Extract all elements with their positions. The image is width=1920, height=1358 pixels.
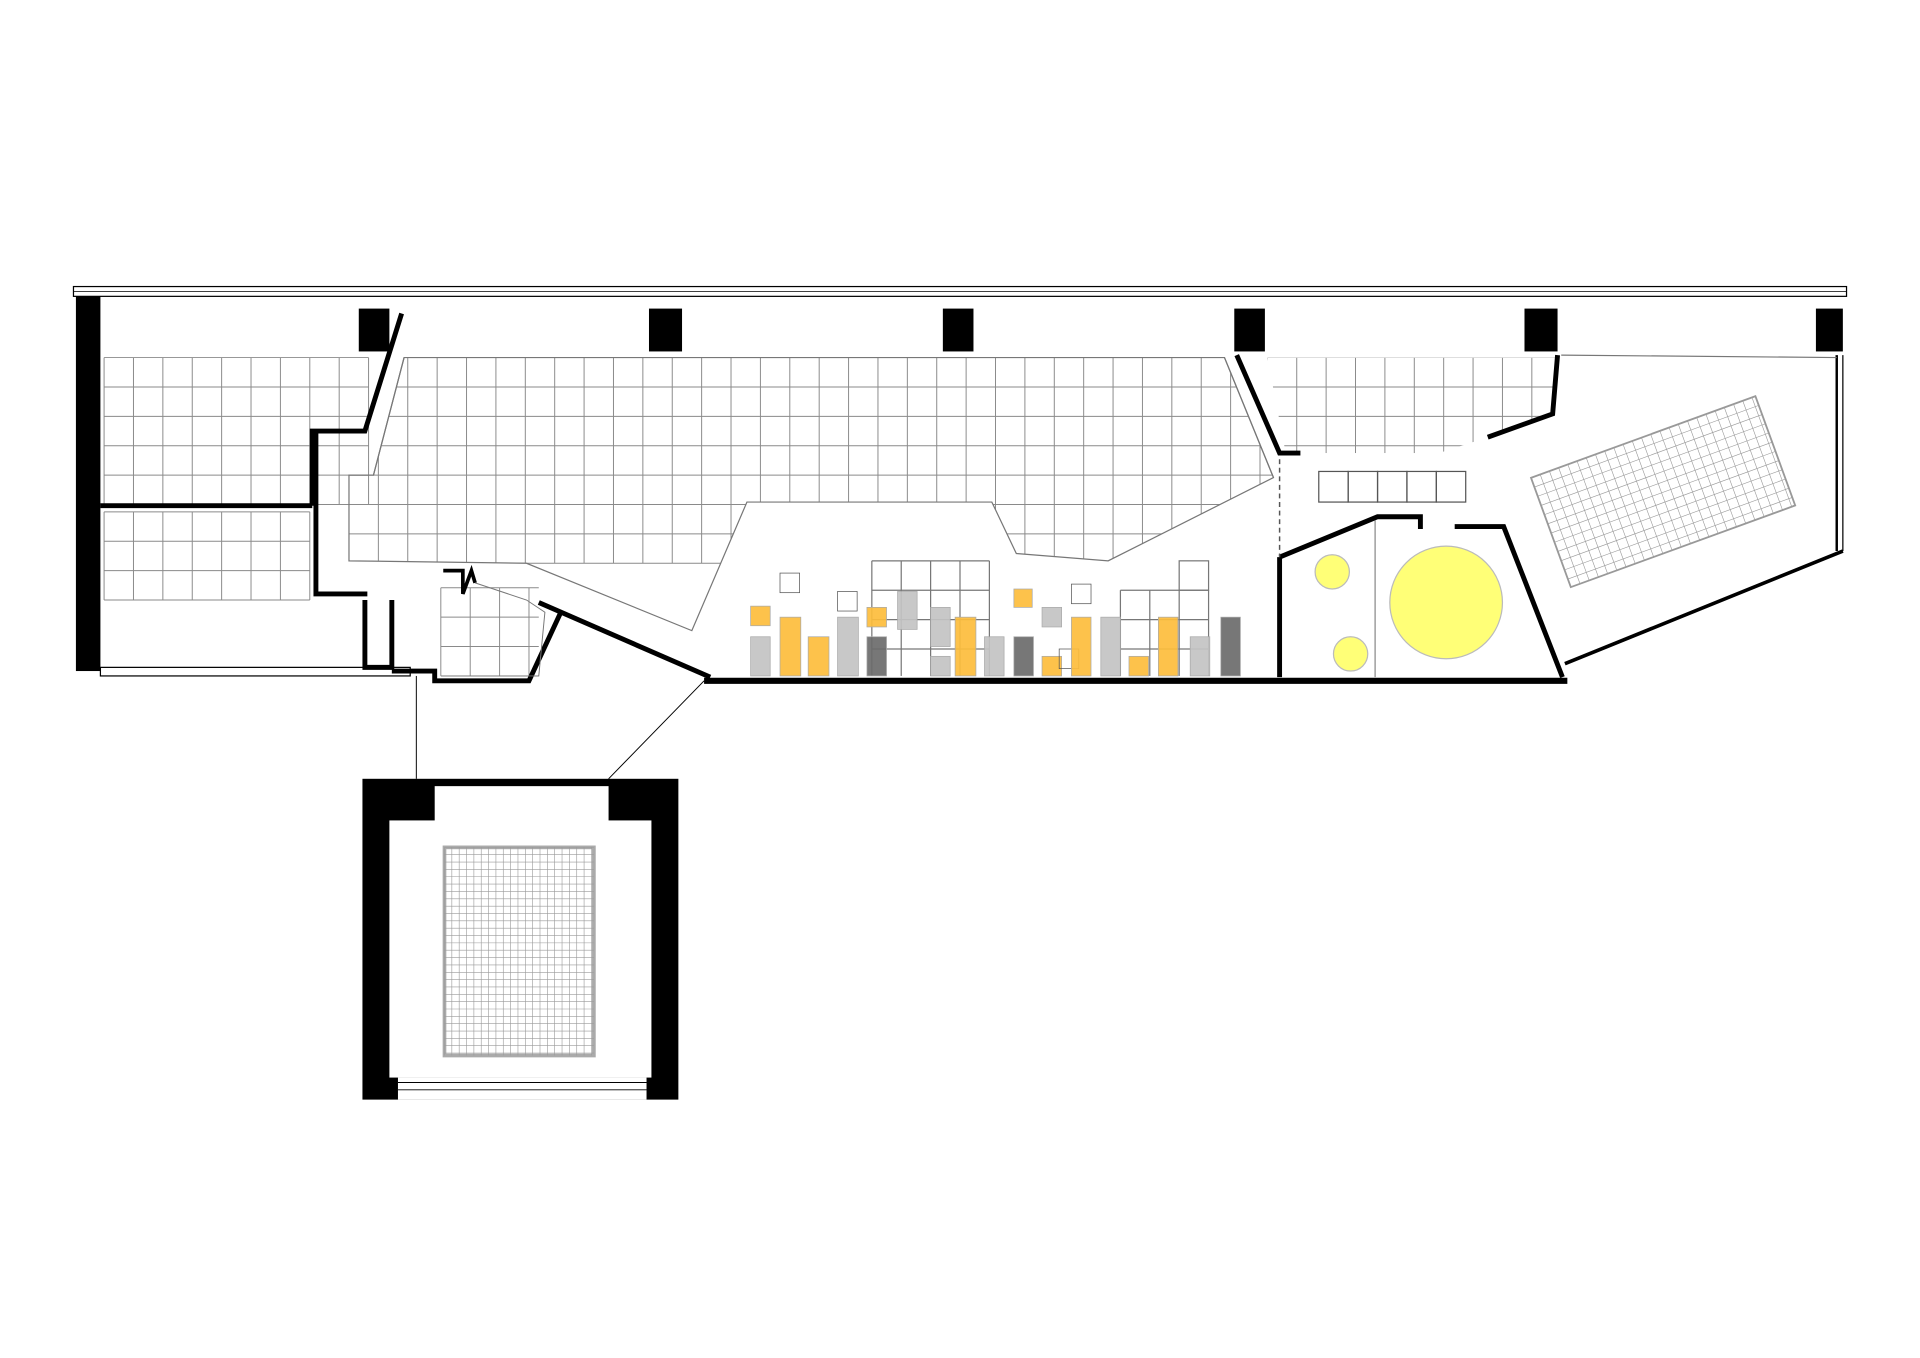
round-tables <box>1314 545 1504 672</box>
grid-line <box>1705 414 1746 524</box>
furniture-block <box>866 636 887 677</box>
round-table <box>1332 636 1369 672</box>
grid-line <box>1534 405 1759 488</box>
furniture-block <box>954 616 977 677</box>
grid-line <box>1659 430 1700 541</box>
grid-line <box>1604 450 1645 561</box>
grid-line <box>1724 407 1765 517</box>
conference-table <box>1318 470 1467 503</box>
furniture-block <box>1158 616 1179 677</box>
grid-line <box>1567 464 1608 574</box>
round-table <box>1314 554 1350 590</box>
left-lower-grid <box>103 511 311 601</box>
grid-line <box>1564 487 1790 571</box>
conference-seat <box>1435 470 1467 503</box>
grid-line <box>1585 457 1627 568</box>
grid-line <box>1567 497 1793 580</box>
grid-line <box>1622 444 1664 554</box>
grid-line <box>1613 447 1654 558</box>
grid-line <box>1558 467 1599 578</box>
furniture-block <box>1041 655 1062 677</box>
right-office-grid <box>1267 357 1556 454</box>
furniture-blocks <box>750 572 1241 677</box>
furniture-block <box>930 607 951 647</box>
furniture-block <box>750 605 771 627</box>
left-office-grid <box>103 357 370 505</box>
grid-line <box>1554 460 1779 543</box>
lower-room-grid <box>444 847 594 1056</box>
furniture-block <box>984 636 1005 677</box>
grid-line <box>1549 471 1590 581</box>
furniture-block <box>1071 583 1092 605</box>
grid-line <box>1751 397 1793 507</box>
column <box>1234 308 1265 352</box>
rotated-ceiling-grid <box>1529 394 1797 589</box>
columns <box>358 308 1843 352</box>
column <box>942 308 974 352</box>
column <box>1524 308 1558 352</box>
furniture-block <box>1189 636 1211 677</box>
conference-seat <box>1318 470 1349 503</box>
shelf-top-cell <box>1178 560 1210 591</box>
floor-grids <box>103 356 1556 677</box>
furniture-block <box>1013 636 1034 677</box>
conference-seat <box>1347 470 1379 503</box>
grid-line <box>1530 477 1572 588</box>
grid-line <box>1696 417 1737 527</box>
grid-line <box>1650 434 1691 544</box>
furniture-block <box>1071 616 1092 677</box>
grid-line <box>1714 410 1756 521</box>
furniture-block <box>930 655 951 677</box>
round-table <box>1389 545 1504 660</box>
furniture-block <box>1100 616 1121 677</box>
furniture-block <box>837 616 859 677</box>
furniture-block <box>1220 616 1241 677</box>
grid-line <box>1631 440 1673 551</box>
grid-line <box>1539 474 1581 584</box>
grid-line <box>1687 420 1728 531</box>
grid-line <box>1641 437 1682 548</box>
furniture-block <box>897 591 918 630</box>
grid-line <box>1561 478 1786 561</box>
grid-line <box>1576 460 1618 571</box>
column <box>1815 308 1843 352</box>
furniture-block <box>837 591 858 612</box>
furniture-block <box>1041 607 1062 628</box>
grid-line <box>1557 469 1783 552</box>
furniture-block <box>1013 588 1033 608</box>
walls <box>100 312 1844 780</box>
grid-line <box>1551 451 1776 534</box>
grid-line <box>1595 454 1636 564</box>
conference-seat <box>1406 470 1437 503</box>
stair-grid <box>440 587 539 677</box>
conference-seat <box>1376 470 1408 503</box>
left-wall <box>75 296 101 672</box>
furniture-block <box>866 607 887 628</box>
grid-line <box>1537 414 1763 497</box>
grid-line <box>1547 441 1773 525</box>
grid-line <box>1668 427 1710 537</box>
furniture-block <box>750 636 771 677</box>
column <box>648 308 683 352</box>
lower-room <box>362 778 679 1100</box>
grid-line <box>1544 432 1769 515</box>
grid-line <box>1540 423 1766 506</box>
main-ceiling-grid <box>348 357 1274 564</box>
furniture-block <box>807 636 830 677</box>
rotated-grid-lines <box>1530 395 1793 588</box>
grid-line <box>1678 424 1719 534</box>
grid-line <box>1733 404 1774 514</box>
grid-line <box>1530 395 1756 479</box>
furniture-block <box>779 616 802 677</box>
column <box>358 308 390 352</box>
furniture-block <box>779 572 800 594</box>
furniture-block <box>1128 655 1149 677</box>
facade-top <box>72 285 1848 297</box>
